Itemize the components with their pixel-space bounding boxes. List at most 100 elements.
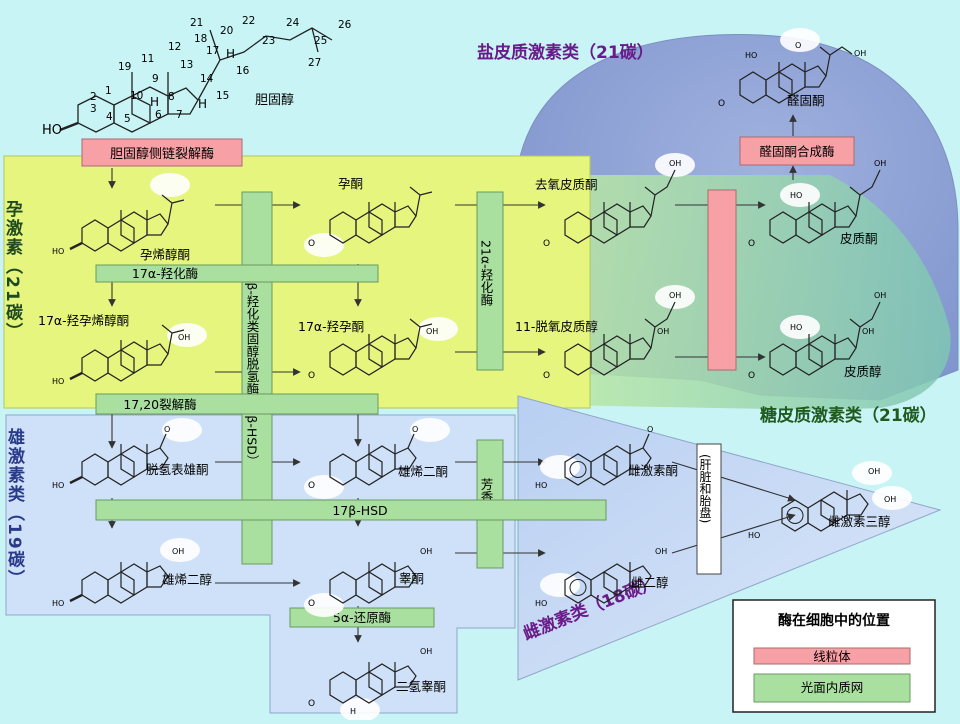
androstenediol-structure: OH HO: [52, 538, 200, 608]
svg-text:OH: OH: [655, 547, 667, 556]
cholesterol-h-label-14: H: [198, 97, 207, 111]
svg-text:10: 10: [130, 90, 143, 102]
oh-progesterone-structure: OH O: [308, 317, 458, 381]
aldosterone-structure: OH O HO O: [718, 28, 866, 109]
svg-text:21: 21: [190, 17, 203, 29]
estrogen-region: [517, 395, 942, 681]
svg-text:2: 2: [90, 91, 97, 103]
svg-text:H: H: [350, 707, 356, 716]
svg-text:HO: HO: [52, 599, 64, 608]
androstenediol-label: 雄烯二醇: [162, 572, 212, 587]
svg-text:OH: OH: [178, 333, 190, 342]
estrone-structure: O HO: [535, 425, 653, 490]
svg-text:O: O: [308, 239, 315, 249]
svg-text:OH: OH: [874, 159, 886, 168]
legend-title: 酶在细胞中的位置: [778, 612, 890, 629]
svg-text:O: O: [748, 371, 755, 381]
cortisol-label: 皮质醇: [844, 364, 882, 379]
svg-text:O: O: [308, 699, 315, 709]
svg-text:O: O: [308, 481, 315, 491]
aldosterone-synthase-enzyme-box: [739, 136, 855, 166]
dht-label: 二氢睾酮: [396, 679, 446, 694]
svg-text:24: 24: [286, 17, 300, 29]
svg-text:18: 18: [194, 33, 207, 45]
svg-text:HO: HO: [52, 247, 64, 256]
legend-swatch-smooth-er: [753, 673, 911, 703]
aldosterone-synthase-enzyme-label: 醛固酮合成酶: [759, 144, 834, 159]
svg-text:8: 8: [168, 91, 175, 103]
svg-text:OH: OH: [172, 547, 184, 556]
cholesterol-h-label-17: H: [226, 47, 235, 61]
oh-pregnenolone-label: 17α-羟孕烯醇酮: [38, 313, 129, 328]
oh-progesterone-label: 17α-羟孕酮: [298, 319, 364, 334]
svg-text:6: 6: [155, 109, 162, 121]
hydroxylase-21a-enzyme-label: 21α-羟化酶: [479, 240, 494, 306]
svg-text:OH: OH: [884, 495, 896, 504]
estrone-label: 雌激素酮: [628, 463, 678, 478]
svg-text:16: 16: [236, 65, 250, 77]
svg-text:14: 14: [200, 73, 214, 85]
dhea-label: 脱氢表雄酮: [146, 462, 209, 477]
deoxycorticosterone-structure: OH O: [543, 153, 695, 249]
svg-text:OH: OH: [426, 327, 438, 336]
legend-label-smooth-er: 光面内质网: [801, 680, 864, 695]
svg-text:HO: HO: [790, 191, 802, 200]
side-chain-cleavage-enzyme-label: 胆固醇侧链裂解酶: [110, 146, 214, 162]
dht-structure: OH O H: [308, 647, 432, 722]
cortisol-structure: OH OH HO O: [748, 291, 886, 381]
dhea-structure: O HO: [52, 418, 202, 490]
glucocorticoid-region: [540, 175, 951, 410]
svg-text:O: O: [412, 425, 418, 434]
svg-text:O: O: [647, 425, 653, 434]
liver-placenta-label: (肝脏和胎盘): [698, 454, 712, 523]
cholesterol-oh-label: HO: [42, 123, 62, 138]
svg-text:23: 23: [262, 35, 275, 47]
progesterone-structure: O: [304, 186, 433, 257]
svg-text:OH: OH: [854, 49, 866, 58]
svg-text:25: 25: [314, 35, 327, 47]
corticosterone-label: 皮质酮: [840, 231, 878, 246]
deoxycorticosterone-label: 去氧皮质酮: [535, 177, 598, 192]
svg-text:OH: OH: [420, 647, 432, 656]
reductase-5a-enzyme-label: 5α-还原酶: [333, 610, 391, 625]
svg-text:O: O: [718, 99, 725, 109]
progesterone-label: 孕酮: [338, 176, 363, 191]
androstenedione-structure: O O: [304, 418, 450, 499]
svg-text:OH: OH: [862, 327, 874, 336]
svg-text:OH: OH: [657, 327, 669, 336]
lyase-17-20-enzyme-label: 17,20裂解酶: [123, 397, 196, 412]
testosterone-structure: OH O: [304, 547, 432, 617]
svg-text:O: O: [748, 239, 755, 249]
svg-text:HO: HO: [790, 323, 802, 332]
aldosterone-label: 醛固酮: [787, 93, 825, 108]
svg-text:HO: HO: [535, 481, 547, 490]
legend-label-mitochondria: 线粒体: [813, 649, 851, 664]
mito-enzyme-box-11b: [707, 189, 737, 371]
svg-text:HO: HO: [745, 51, 757, 60]
svg-text:O: O: [308, 599, 315, 609]
lyase-17-20-enzyme-box: [95, 393, 379, 415]
svg-text:O: O: [543, 239, 550, 249]
androgen-title: 雄激素类（19碳）: [4, 427, 26, 589]
svg-text:HO: HO: [52, 377, 64, 386]
glucocorticoid-title: 糖皮质激素类（21碳）: [760, 405, 937, 426]
hsd-3b-enzyme-label: 3-β-羟化类固醇脱氢酶（3β-HSD）: [245, 270, 260, 467]
liver-placenta-box: [696, 443, 722, 575]
cholesterol-h-label-9: H: [150, 95, 159, 109]
svg-text:17: 17: [206, 45, 219, 57]
svg-text:15: 15: [216, 90, 229, 102]
estriol-label: 雌激素三醇: [828, 514, 891, 529]
svg-text:O: O: [543, 371, 550, 381]
svg-text:11: 11: [141, 53, 154, 65]
svg-text:12: 12: [168, 41, 181, 53]
svg-text:3: 3: [90, 103, 97, 115]
svg-text:OH: OH: [669, 291, 681, 300]
svg-text:26: 26: [338, 19, 352, 31]
corticosterone-structure: OH HO O: [748, 159, 886, 249]
estradiol-structure: OH HO: [535, 547, 667, 608]
hydroxylase-17a-enzyme-label: 17α-羟化酶: [132, 266, 198, 281]
hsd-17b-enzyme-box: [95, 499, 607, 521]
svg-text:O: O: [164, 425, 170, 434]
svg-text:19: 19: [118, 61, 131, 73]
